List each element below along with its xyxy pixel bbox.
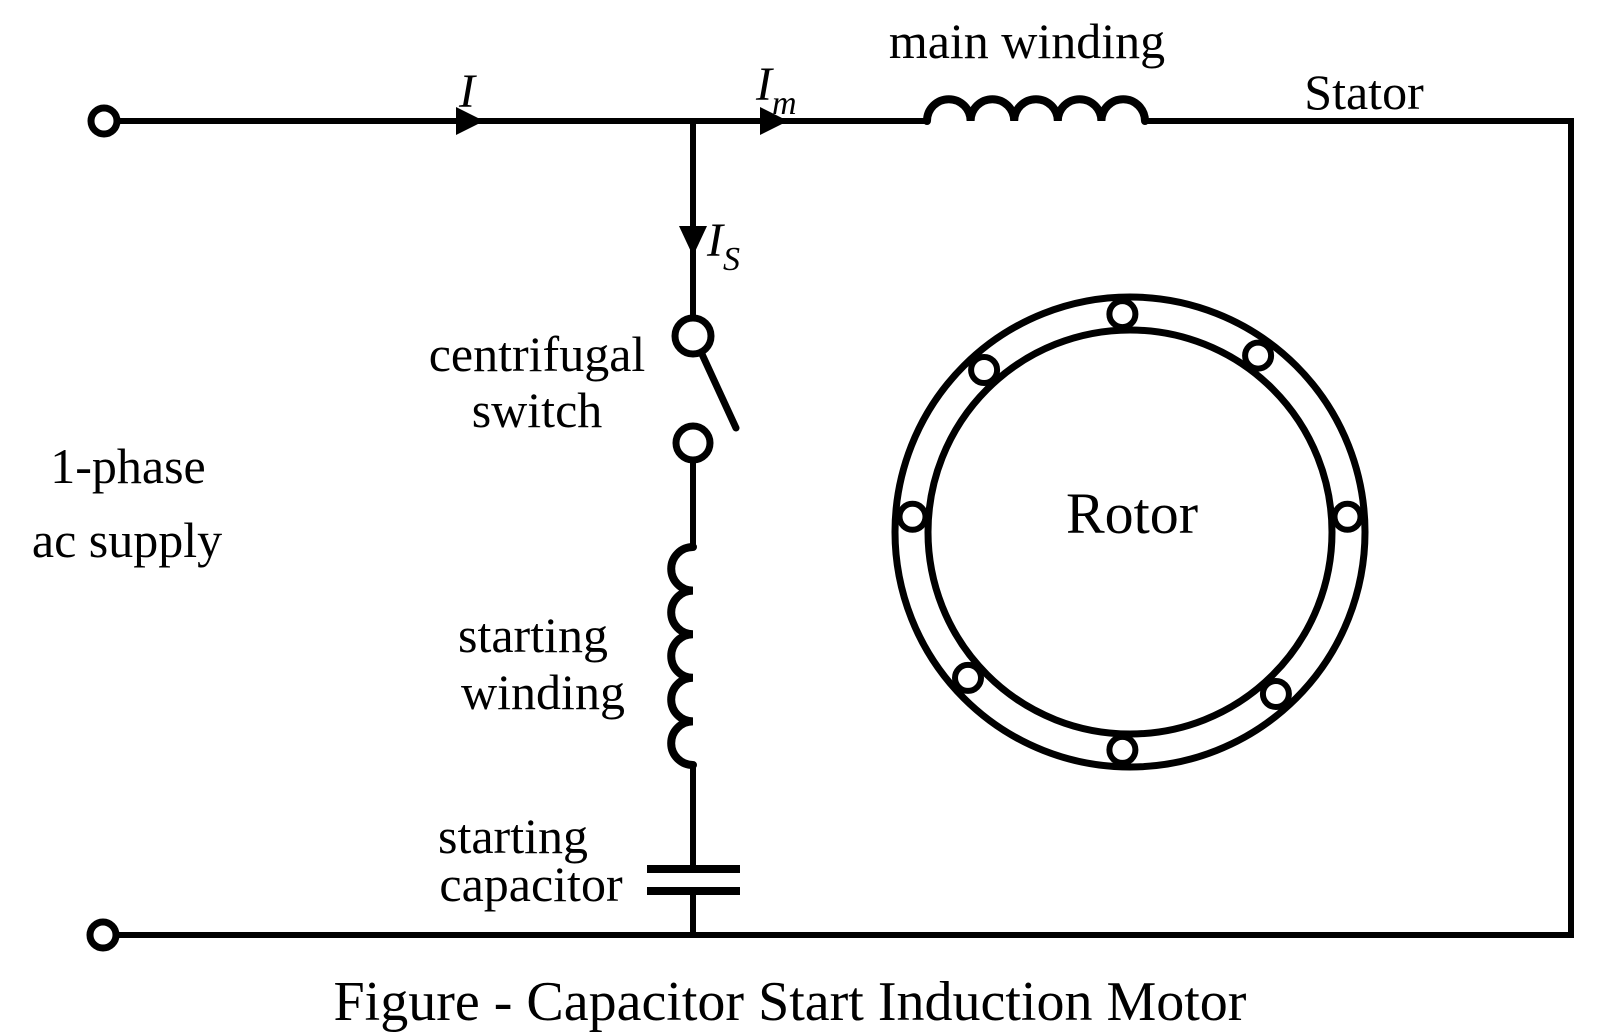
switch-contact-top-icon bbox=[671, 314, 715, 358]
centrifugal-switch-label-line2: switch bbox=[472, 382, 603, 438]
switch-blade-icon bbox=[697, 348, 740, 432]
rotor-bar-icon bbox=[1259, 678, 1292, 710]
supply-terminal-top-icon bbox=[87, 104, 121, 138]
current-main-base: I bbox=[755, 58, 774, 111]
circuit-wires bbox=[116, 118, 1574, 938]
rotor-bars bbox=[896, 298, 1364, 766]
rotor-bar-icon bbox=[1106, 298, 1139, 331]
current-main-arrow-icon bbox=[760, 107, 788, 135]
rotor-outer-ring-icon bbox=[891, 293, 1369, 771]
current-start-base: I bbox=[706, 214, 725, 267]
rotor-symbol bbox=[891, 293, 1369, 771]
current-total-label: I bbox=[458, 65, 477, 118]
supply-terminal-bottom-icon bbox=[86, 918, 120, 952]
centrifugal-switch-label-line1: centrifugal bbox=[429, 326, 646, 382]
rotor-bar-icon bbox=[952, 661, 984, 694]
switch-contact-bottom-icon bbox=[672, 422, 714, 464]
main-winding-label: main winding bbox=[889, 13, 1165, 69]
figure-caption: Figure - Capacitor Start Induction Motor bbox=[334, 971, 1247, 1033]
centrifugal-switch-icon bbox=[671, 314, 740, 464]
starting-winding-coil-icon bbox=[667, 543, 697, 769]
starting-winding-label-line2: winding bbox=[461, 664, 625, 720]
rotor-bar-icon bbox=[968, 354, 1001, 386]
current-start-subscript: S bbox=[723, 241, 740, 278]
rotor-bar-icon bbox=[1242, 339, 1275, 372]
rotor-bar-icon bbox=[1106, 733, 1139, 766]
rotor-label: Rotor bbox=[1066, 481, 1198, 546]
current-start-arrow-icon bbox=[679, 226, 707, 256]
rotor-bar-icon bbox=[896, 500, 929, 533]
rotor-bar-icon bbox=[1331, 500, 1364, 533]
starting-capacitor-label-line1: starting bbox=[438, 808, 588, 864]
current-total-arrow-icon bbox=[456, 107, 484, 135]
current-start-label: IS bbox=[706, 214, 740, 278]
starting-capacitor-icon bbox=[647, 865, 740, 895]
rotor-inner-ring-icon bbox=[924, 326, 1336, 738]
supply-label-line1: 1-phase bbox=[50, 438, 206, 494]
main-winding-coil-icon bbox=[923, 95, 1149, 125]
supply-label-line2: ac supply bbox=[32, 512, 222, 568]
stator-label: Stator bbox=[1304, 64, 1424, 120]
current-main-subscript: m bbox=[772, 85, 797, 122]
starting-capacitor-label-line2: capacitor bbox=[439, 856, 623, 912]
starting-winding-label-line1: starting bbox=[458, 607, 608, 663]
current-main-label: Im bbox=[755, 58, 797, 122]
